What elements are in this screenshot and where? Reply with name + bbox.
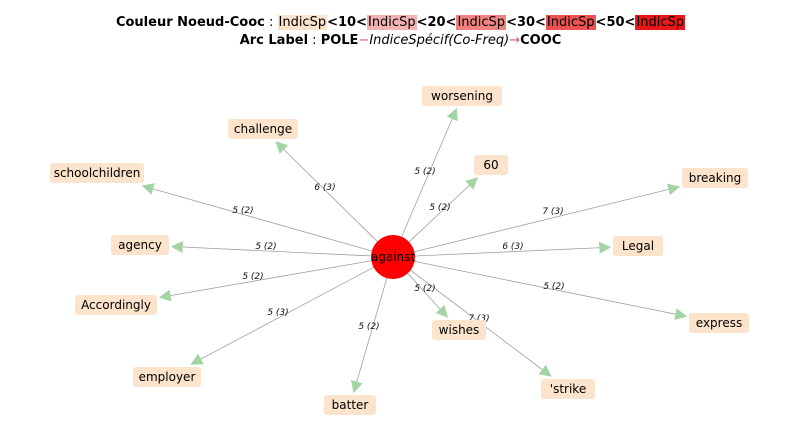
edge-label: 6 (3) — [314, 183, 335, 193]
edge-challenge — [275, 141, 378, 242]
edge-label: 7 (3) — [542, 207, 563, 217]
node-Legal[interactable]: Legal — [613, 236, 663, 256]
node-express[interactable]: express — [689, 313, 749, 333]
edge-60 — [408, 177, 479, 243]
node-box — [228, 119, 298, 139]
node-box — [422, 86, 502, 106]
arc-label-arrow-icon: → — [509, 33, 521, 48]
node-label: breaking — [689, 171, 742, 185]
node-label: Legal — [622, 239, 654, 253]
node-label: express — [696, 316, 742, 330]
node-box — [50, 163, 144, 183]
arc-label-separator: : — [308, 33, 321, 48]
legend-swatch: IndicSp — [635, 15, 686, 30]
edge-Accordingly — [158, 260, 372, 302]
legend-threshold: <50< — [595, 15, 636, 30]
edge-schoolchildren — [141, 183, 372, 252]
arc-label-indice: IndiceSpécif(Co-Freq) — [369, 33, 510, 48]
node-box — [474, 155, 508, 175]
edge-label: 5 (2) — [232, 206, 253, 216]
node-box — [432, 320, 486, 340]
arc-label-title: Arc Label — [239, 33, 309, 48]
edge-label: 5 (2) — [255, 242, 276, 252]
node-wishes[interactable]: wishes — [432, 320, 486, 340]
node-box — [111, 235, 169, 255]
node-agency[interactable]: agency — [111, 235, 169, 255]
edges-layer — [141, 107, 688, 394]
node-schoolchildren[interactable]: schoolchildren — [50, 163, 144, 183]
node-batter[interactable]: batter — [324, 395, 376, 415]
node-Accordingly[interactable]: Accordingly — [75, 295, 157, 315]
edge-label: 5 (2) — [429, 203, 450, 213]
edge-Legal — [414, 241, 612, 257]
center-node[interactable]: against — [371, 235, 416, 279]
edge-label: 5 (2) — [242, 272, 263, 282]
edge-label: 5 (2) — [543, 282, 564, 292]
arc-label-cooc: COOC — [520, 33, 562, 48]
node-box — [613, 236, 663, 256]
edge-label: 5 (2) — [358, 322, 379, 332]
node-box — [75, 295, 157, 315]
legend-threshold: <30< — [506, 15, 546, 30]
edge-worsening — [401, 107, 458, 237]
edge-label: 5 (2) — [414, 284, 435, 294]
edge-batter — [351, 278, 388, 394]
node-breaking[interactable]: breaking — [682, 168, 748, 188]
edge-breaking — [414, 183, 681, 253]
node-label: wishes — [439, 323, 480, 337]
node-label: Accordingly — [81, 298, 151, 312]
node-worsening[interactable]: worsening — [422, 86, 502, 106]
legend-swatch: IndicSp — [366, 15, 417, 30]
node-label: worsening — [431, 89, 493, 103]
node-challenge[interactable]: challenge — [228, 119, 298, 139]
edge-label: 6 (3) — [502, 242, 523, 252]
arc-label-legend: Arc Label : POLE−IndiceSpécif(Co-Freq)→C… — [0, 32, 801, 50]
center-node-circle — [371, 235, 415, 279]
node-employer[interactable]: employer — [133, 367, 201, 387]
node-label: challenge — [234, 122, 292, 136]
legend-title: Couleur Noeud-Cooc — [115, 15, 265, 30]
node-label: 'strike — [550, 382, 586, 396]
edge-label: 5 (3) — [267, 308, 288, 318]
node-label: batter — [332, 398, 369, 412]
legend-threshold: <10< — [327, 15, 367, 30]
graph-header: Couleur Noeud-Cooc : IndicSp<10<IndicSp<… — [0, 14, 801, 50]
edge-label: 5 (2) — [414, 167, 435, 177]
legend-items: IndicSp<10<IndicSp<20<IndicSp<30<IndicSp… — [277, 15, 686, 30]
legend-separator: : — [264, 15, 278, 30]
node-label: agency — [118, 238, 162, 252]
node-label: employer — [139, 370, 196, 384]
node-box — [689, 313, 749, 333]
edge-label: 7 (3) — [468, 314, 489, 324]
node-box — [324, 395, 376, 415]
legend-swatch: IndicSp — [277, 15, 328, 30]
edge-employer — [190, 266, 374, 365]
legend-swatch: IndicSp — [545, 15, 596, 30]
legend-swatch: IndicSp — [456, 15, 507, 30]
arc-label-dash: − — [358, 33, 370, 48]
node-label: schoolchildren — [54, 166, 141, 180]
node-box — [541, 379, 595, 399]
node-color-legend: Couleur Noeud-Cooc : IndicSp<10<IndicSp<… — [0, 14, 801, 32]
arc-label-pole: POLE — [320, 33, 359, 48]
node-'strike[interactable]: 'strike — [541, 379, 595, 399]
edge-wishes — [407, 273, 449, 318]
node-label: 60 — [483, 158, 498, 172]
edge-express — [414, 260, 688, 321]
node-box — [133, 367, 201, 387]
node-box — [682, 168, 748, 188]
edge-agency — [170, 241, 372, 257]
edge-labels-layer: 5 (2) 6 (3) 5 (2) 5 (2) 7 (3) 5 (2) 6 (3) 5 (2)… — [232, 167, 564, 332]
nodes-layer: worsening challenge 60 schoolchildren breaki… — [50, 86, 749, 415]
legend-threshold: <20< — [416, 15, 457, 30]
node-60[interactable]: 60 — [474, 155, 508, 175]
center-node-label: against — [371, 250, 416, 264]
